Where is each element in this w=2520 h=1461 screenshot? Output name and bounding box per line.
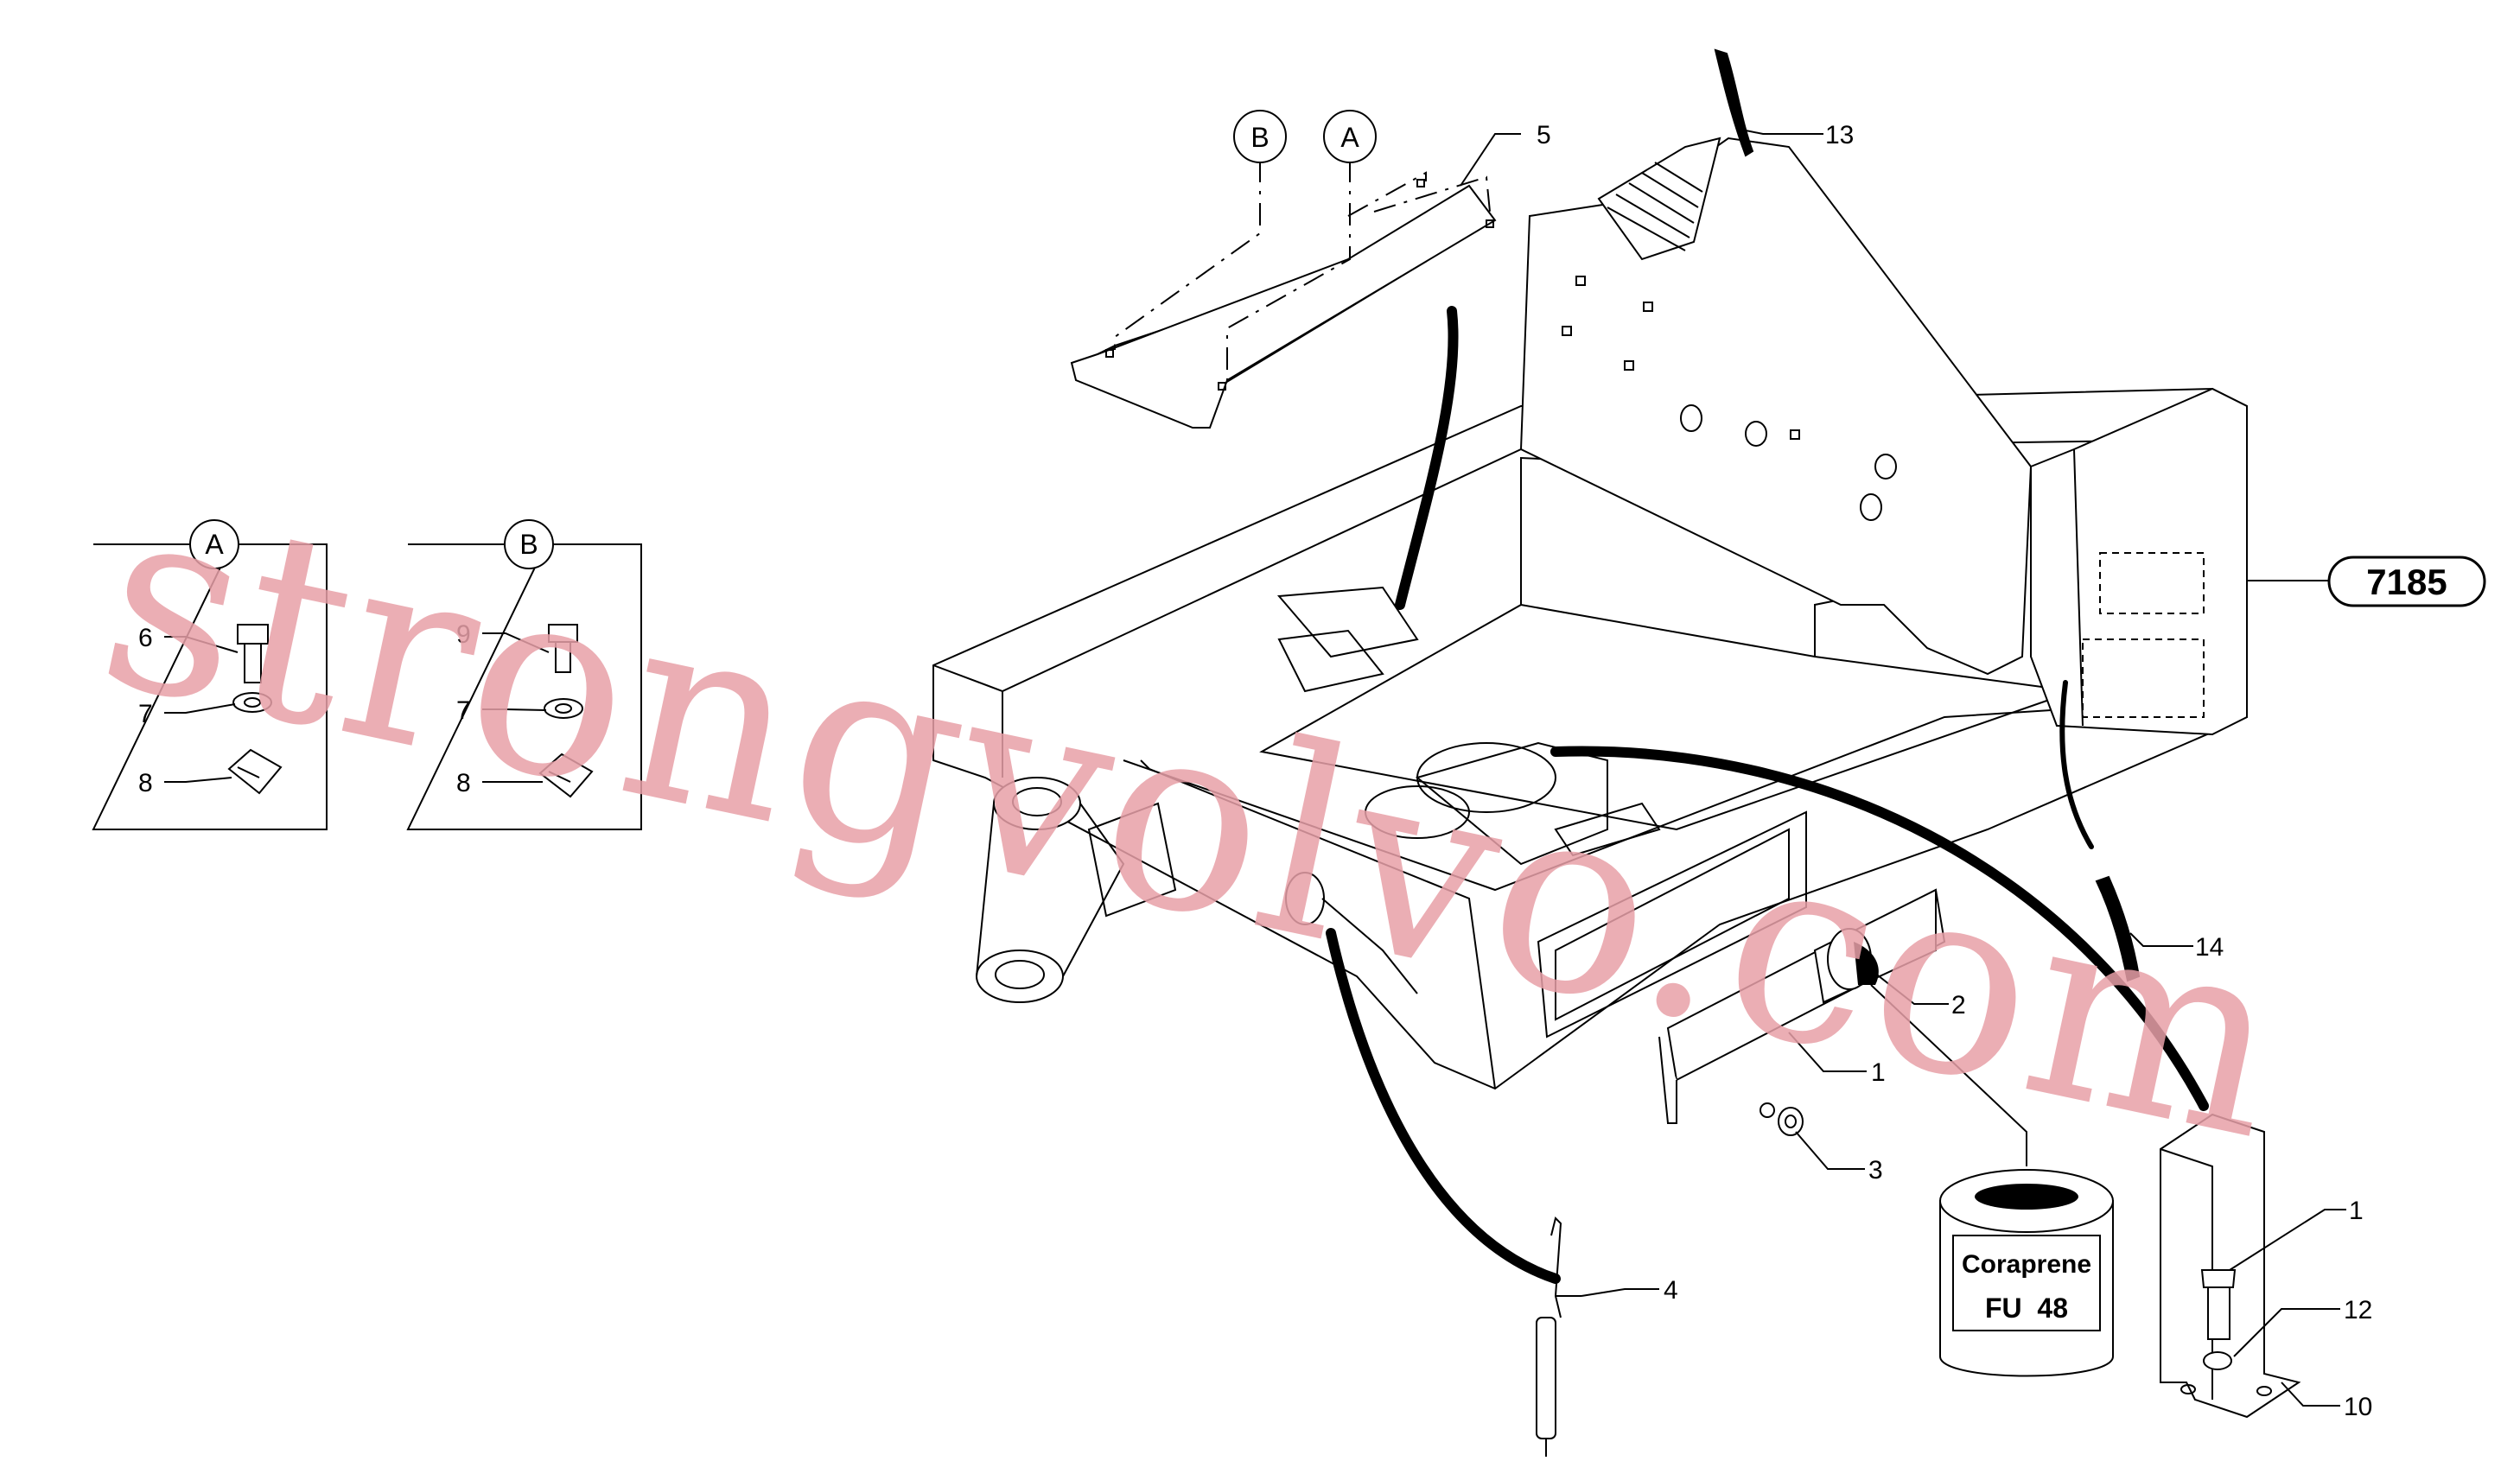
callout-12: 12 — [2344, 1296, 2372, 1324]
cover-plate — [1070, 179, 1497, 429]
glue-can: Coraprene FU 48 — [1939, 1169, 2114, 1377]
frame-body — [932, 137, 2248, 1090]
top-circle-a — [1323, 110, 1377, 163]
can-label-line2: FU 48 — [1985, 1293, 2068, 1324]
callout-7b: 7 — [456, 696, 471, 725]
callout-7a: 7 — [138, 700, 153, 728]
can-leader-arc — [1550, 746, 2209, 1111]
detail-label-a: A — [205, 529, 224, 560]
callout-numbers: 5 13 14 2 1 3 4 1 12 10 6 7 8 9 7 8 — [138, 121, 2372, 1421]
detail-box-a: A — [92, 519, 328, 830]
callout-10: 10 — [2344, 1393, 2372, 1421]
detail-label-b: B — [519, 529, 538, 560]
top-label-a: A — [1340, 122, 1359, 153]
detail-box-b: B — [406, 519, 642, 830]
top-circle-b — [1233, 110, 1287, 163]
mounting-bracket — [2160, 1113, 2301, 1419]
callout-13: 13 — [1825, 121, 1854, 149]
top-label-b: B — [1250, 122, 1269, 153]
side-cover — [1658, 888, 1946, 1124]
callout-1: 1 — [1871, 1058, 1886, 1087]
tool-leader-arc — [1326, 928, 1561, 1284]
callout-8b: 8 — [456, 769, 471, 797]
reference-badge-text: 7185 — [2366, 562, 2447, 602]
callout-9: 9 — [456, 620, 471, 649]
callout-6: 6 — [138, 624, 153, 652]
callout-5: 5 — [1537, 121, 1551, 149]
callout-14: 14 — [2195, 933, 2224, 962]
nut — [1760, 1102, 1804, 1136]
trim-leader-arc — [2059, 680, 2094, 849]
side-grille — [2082, 552, 2205, 718]
callout-11: 1 — [2349, 1197, 2364, 1225]
panel-holes — [1562, 276, 1897, 521]
callout-2: 2 — [1951, 991, 1966, 1020]
callout-3: 3 — [1868, 1156, 1883, 1185]
plate-leader-arc — [1395, 306, 1459, 610]
hand-tool — [1536, 1216, 1581, 1460]
seal-strip-14 — [2095, 875, 2141, 982]
leader-lines — [164, 129, 2346, 1407]
upper-grille — [1607, 162, 1703, 251]
callout-8a: 8 — [138, 769, 153, 797]
can-label-line1: Coraprene — [1962, 1250, 2091, 1279]
reference-badge: 7185 — [2327, 556, 2486, 607]
callout-4: 4 — [1664, 1276, 1678, 1305]
